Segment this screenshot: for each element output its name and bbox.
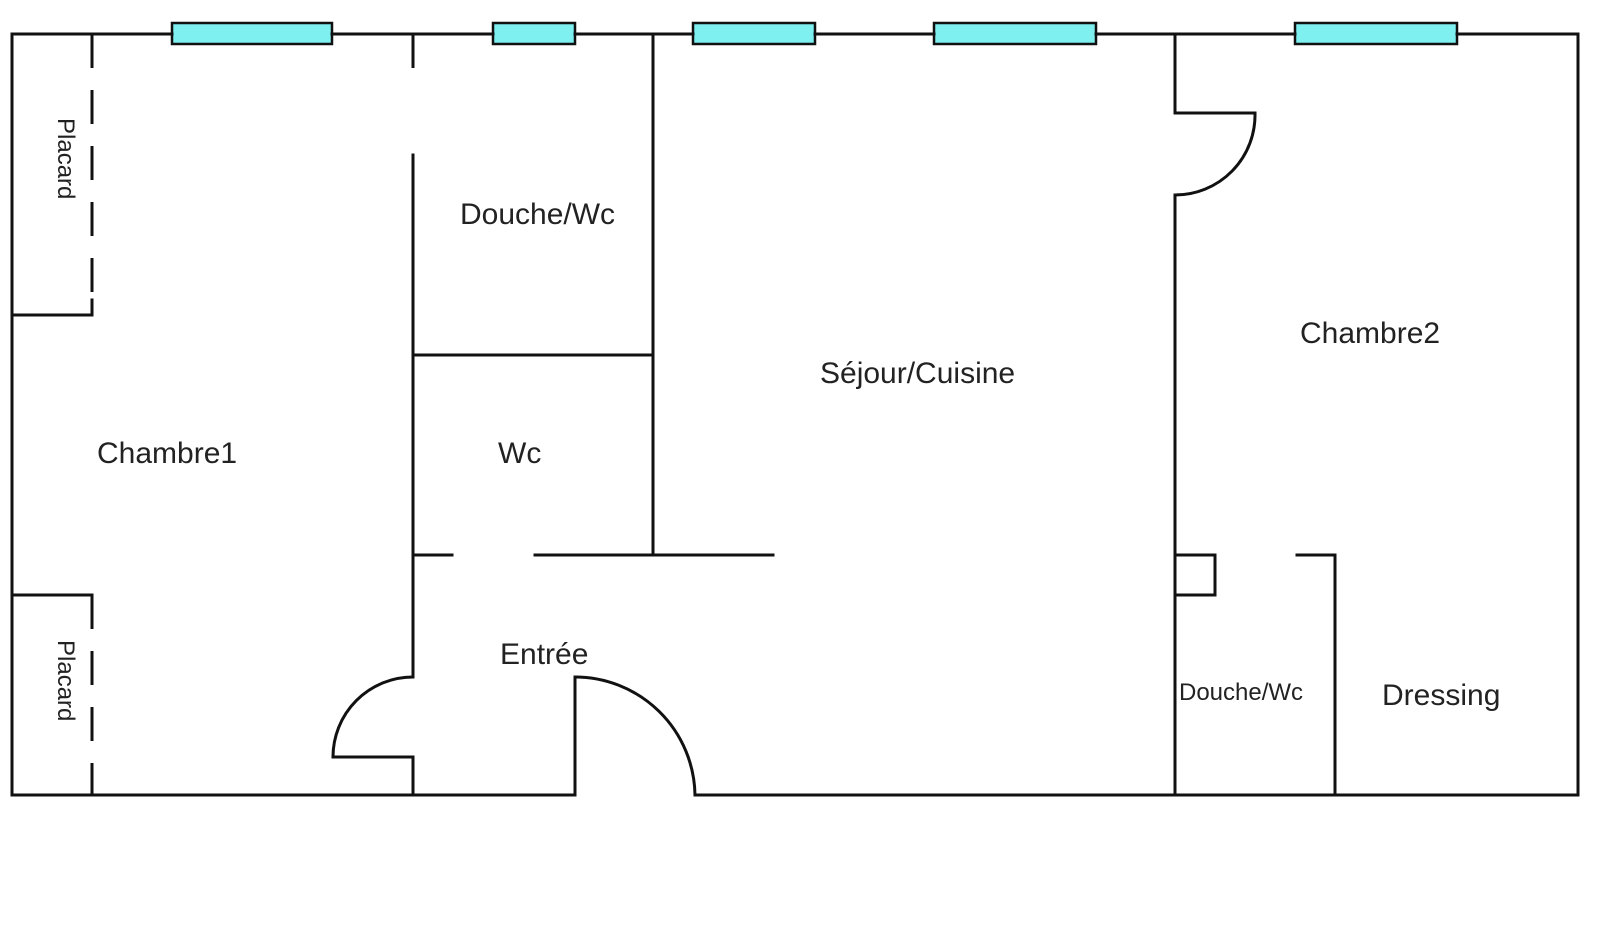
window-sejour-right <box>932 21 1098 46</box>
placard-bottom-walls <box>10 593 94 795</box>
window-douche-wc <box>491 21 577 46</box>
window-chambre1 <box>170 21 334 46</box>
window-chambre2 <box>1293 21 1459 46</box>
label-douche-wc-2: Douche/Wc <box>1179 679 1303 706</box>
doors <box>331 111 1257 797</box>
label-chambre2: Chambre2 <box>1300 317 1440 350</box>
interior-walls <box>411 32 1337 797</box>
window-sejour-left <box>691 21 817 46</box>
label-entree: Entrée <box>500 638 588 671</box>
label-placard-top: Placard <box>52 118 79 199</box>
label-wc: Wc <box>498 437 541 470</box>
label-chambre1: Chambre1 <box>97 437 237 470</box>
placard-top-walls <box>10 34 94 317</box>
label-douche-wc-1: Douche/Wc <box>460 198 615 231</box>
outer-walls <box>10 32 1580 797</box>
label-placard-bottom: Placard <box>52 640 79 721</box>
label-dressing: Dressing <box>1382 679 1500 712</box>
label-sejour-cuisine: Séjour/Cuisine <box>820 357 1015 390</box>
